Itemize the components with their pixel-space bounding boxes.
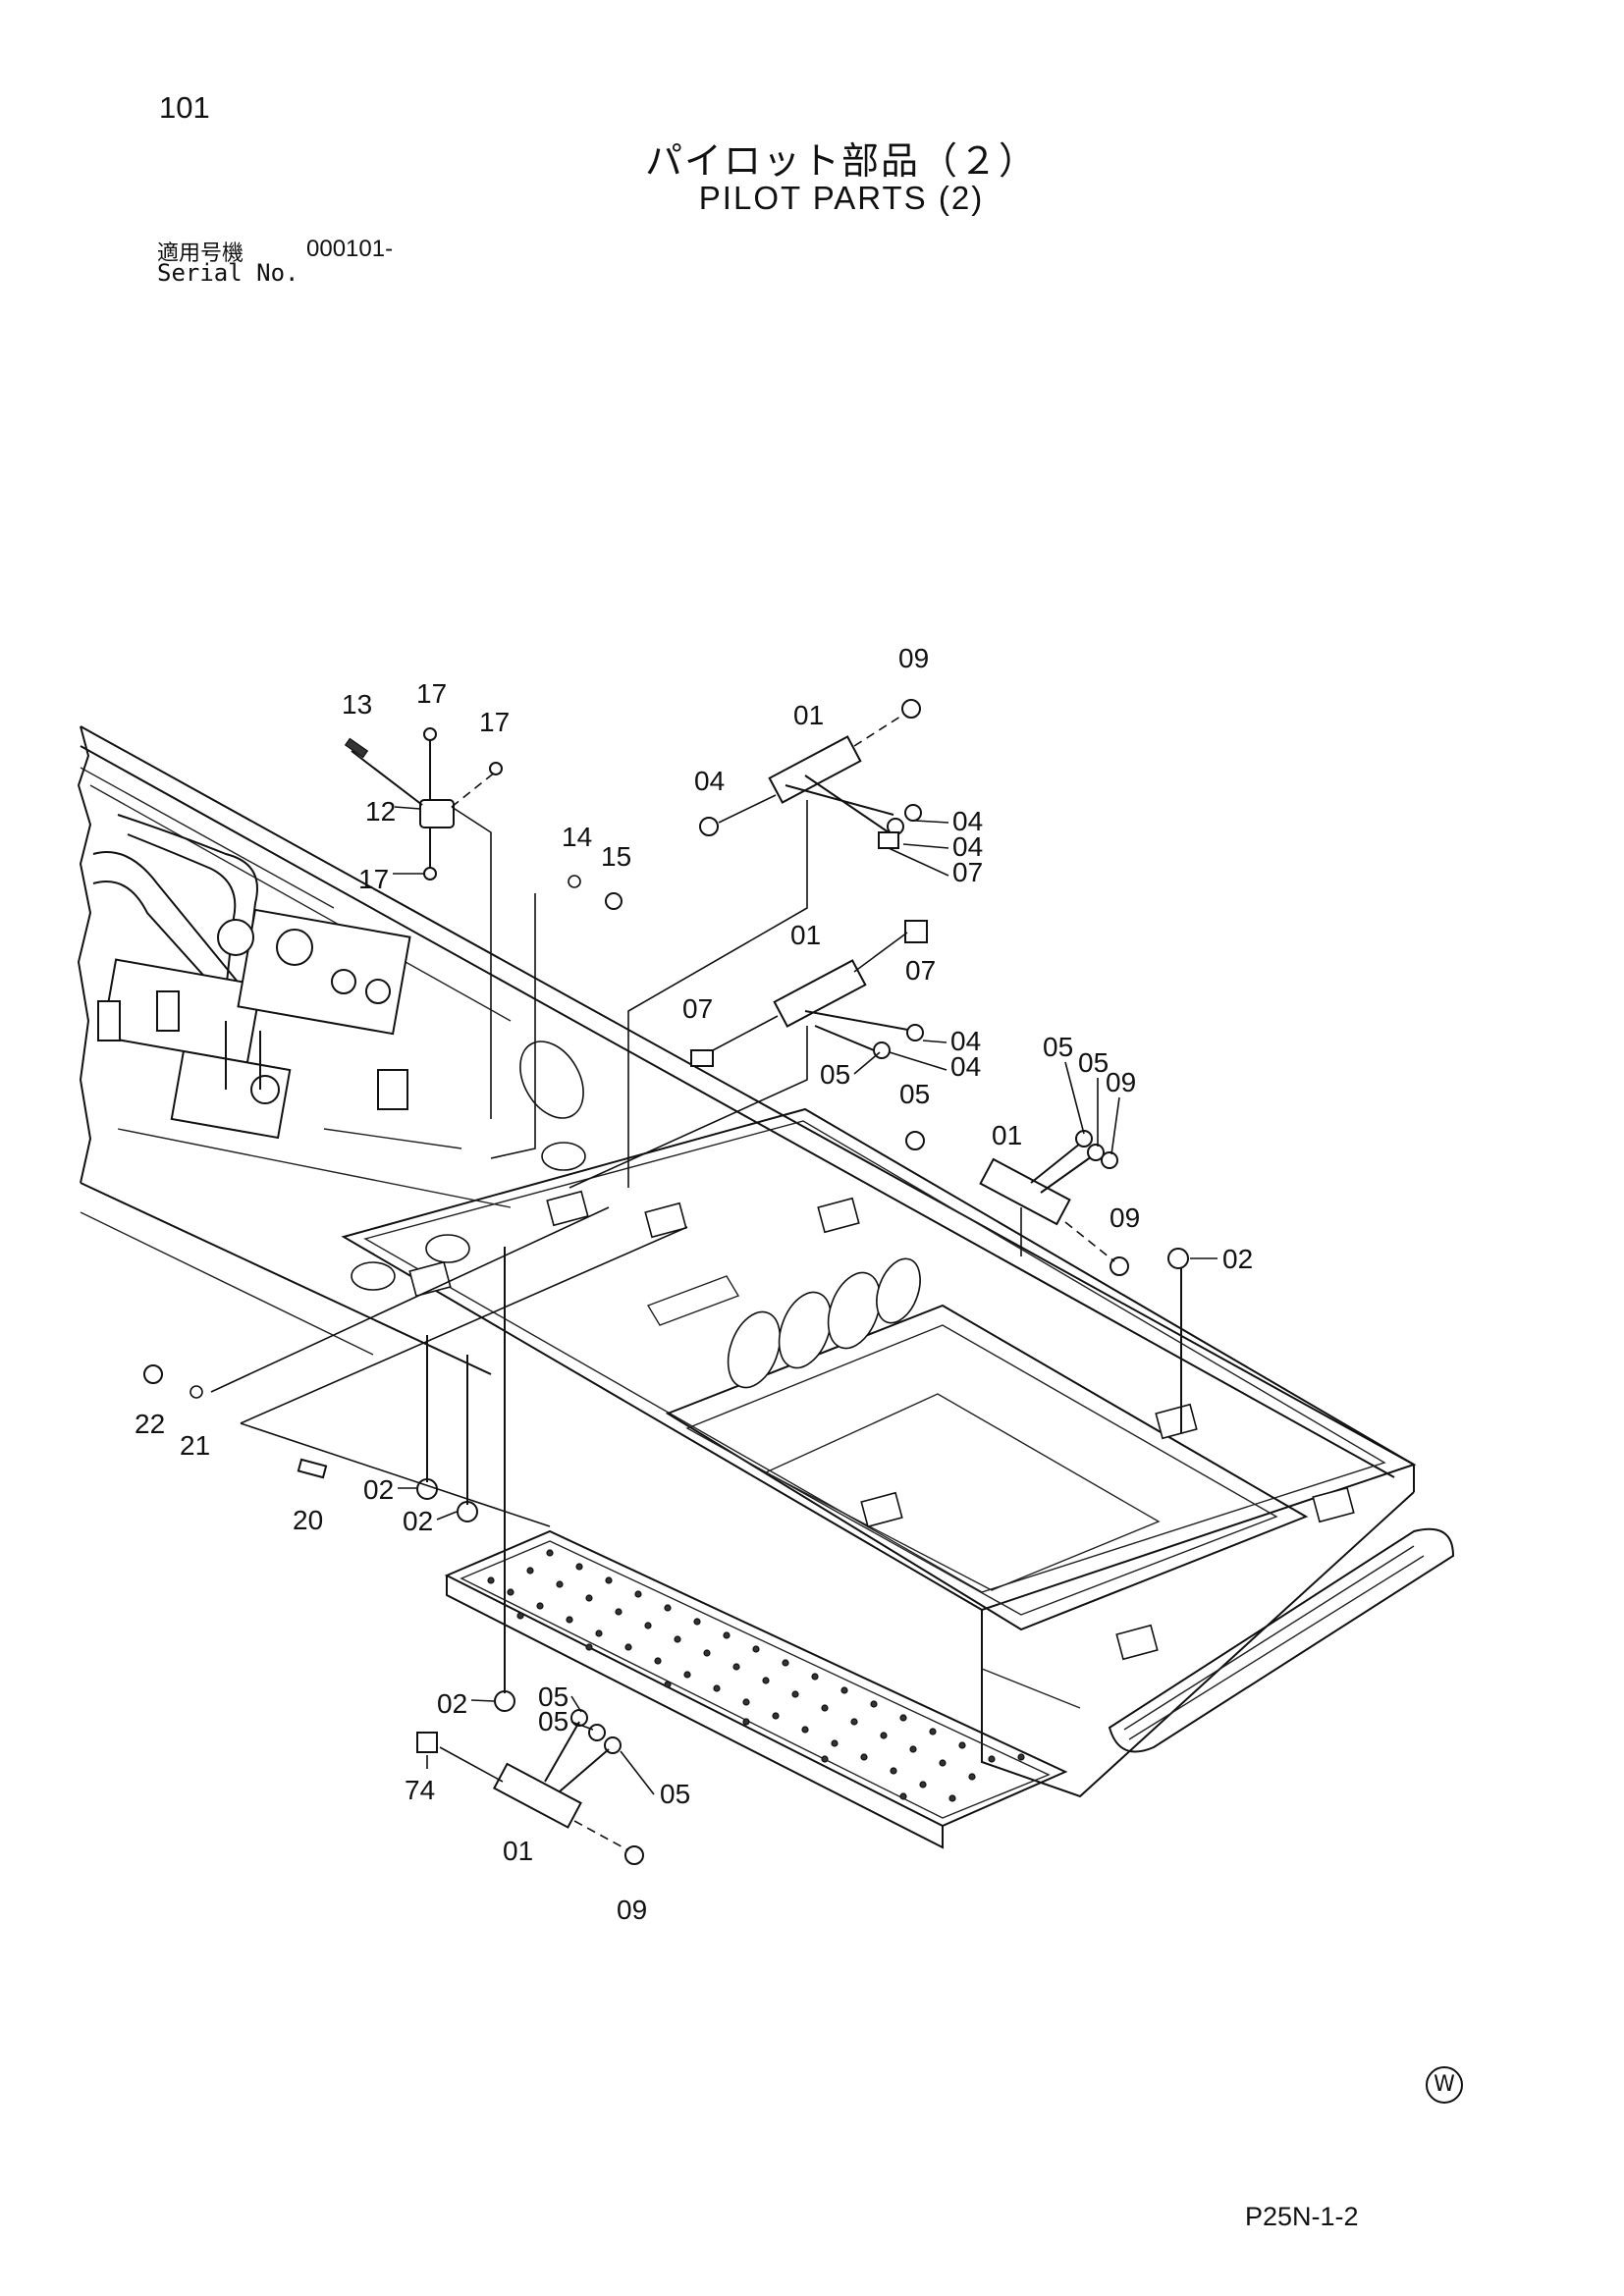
- callout-05: 05: [1043, 1032, 1073, 1062]
- callout-02: 02: [363, 1474, 394, 1505]
- exploded-parts: [143, 699, 1189, 1865]
- title-english: PILOT PARTS (2): [698, 180, 985, 216]
- callout-04: 04: [952, 831, 983, 862]
- callout-05: 05: [538, 1706, 568, 1736]
- grating-holes: [487, 1549, 1025, 1802]
- callout-07: 07: [952, 857, 983, 887]
- callout-12: 12: [365, 796, 396, 827]
- manifold-01-middle: [773, 959, 867, 1028]
- page-number: 101: [159, 90, 210, 125]
- callout-20: 20: [293, 1505, 323, 1535]
- callout-05: 05: [820, 1059, 850, 1090]
- serial-label-english: Serial No.: [157, 259, 299, 287]
- callout-17: 17: [358, 864, 389, 894]
- callout-01: 01: [503, 1836, 533, 1866]
- manifold-01-right: [979, 1157, 1071, 1226]
- callout-labels: 13 17 17 12 17 14 15 09 01 04 04 04 07 0…: [135, 643, 1253, 1925]
- callout-07: 07: [905, 955, 936, 986]
- callout-74: 74: [405, 1775, 435, 1805]
- callout-04: 04: [950, 1051, 981, 1082]
- callout-05: 05: [899, 1079, 930, 1109]
- callout-17: 17: [479, 707, 510, 737]
- callout-22: 22: [135, 1409, 165, 1439]
- callout-09: 09: [898, 643, 929, 673]
- callout-15: 15: [601, 841, 631, 872]
- callout-04: 04: [952, 806, 983, 836]
- manifold-01-bottom: [492, 1762, 582, 1829]
- callout-13: 13: [342, 689, 372, 720]
- callout-02: 02: [1222, 1244, 1253, 1274]
- callout-09: 09: [1106, 1067, 1136, 1097]
- title-japanese: パイロット部品（２）: [644, 139, 1038, 183]
- callout-01: 01: [992, 1120, 1022, 1150]
- callout-04: 04: [694, 766, 725, 796]
- callout-14: 14: [562, 822, 592, 852]
- callout-21: 21: [180, 1430, 210, 1461]
- document-code: P25N-1-2: [1245, 2202, 1359, 2231]
- callout-01: 01: [790, 920, 821, 950]
- callout-09: 09: [617, 1895, 647, 1925]
- callout-17: 17: [416, 678, 447, 709]
- watermark-w-mark: W: [1426, 2066, 1463, 2104]
- callout-07: 07: [682, 993, 713, 1024]
- serial-label-japanese: 適用号機: [157, 241, 244, 266]
- block-12: [419, 799, 455, 828]
- control-valve-cluster: [92, 814, 584, 1208]
- callout-05: 05: [660, 1779, 690, 1809]
- callout-05: 05: [1078, 1047, 1109, 1078]
- callout-04: 04: [950, 1026, 981, 1056]
- manifold-01-top: [768, 735, 862, 804]
- serial-number-value: 000101-: [306, 236, 394, 262]
- callout-01: 01: [793, 700, 824, 730]
- callout-02: 02: [403, 1506, 433, 1536]
- callout-05: 05: [538, 1682, 568, 1712]
- callout-02: 02: [437, 1688, 467, 1719]
- chassis-frame: [77, 725, 1455, 1849]
- callout-09: 09: [1110, 1202, 1140, 1233]
